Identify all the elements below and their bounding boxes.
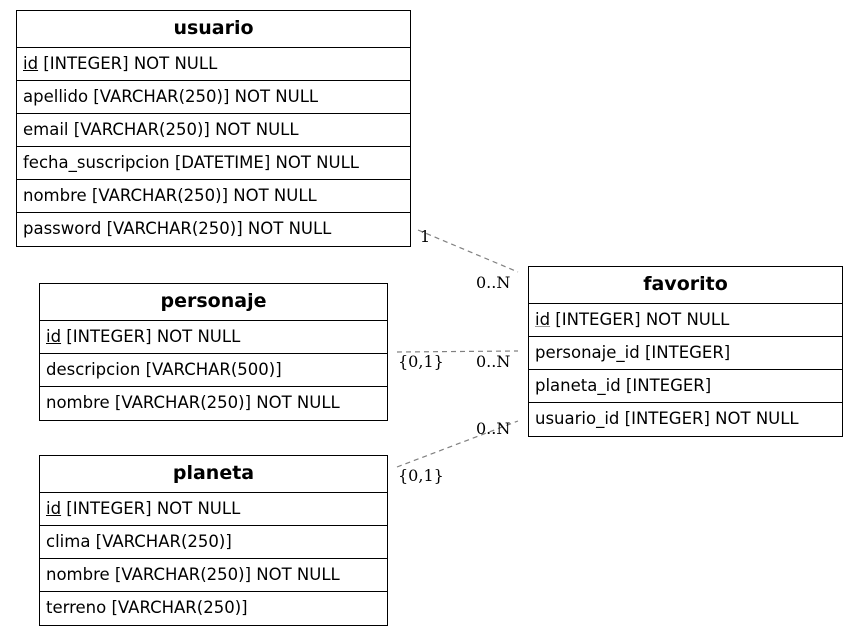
- field-name: personaje_id: [535, 343, 640, 362]
- field-name: apellido: [23, 87, 89, 106]
- field-row: terreno [VARCHAR(250)]: [40, 592, 387, 625]
- field-name: usuario_id: [535, 409, 620, 428]
- field-name: fecha_suscripcion: [23, 153, 170, 172]
- field-row: id [INTEGER] NOT NULL: [17, 48, 410, 81]
- field-name: clima: [46, 532, 91, 551]
- entity-favorito[interactable]: favorito id [INTEGER] NOT NULL personaje…: [528, 266, 843, 437]
- field-row: nombre [VARCHAR(250)] NOT NULL: [40, 387, 387, 420]
- field-name: password: [23, 219, 102, 238]
- field-row: id [INTEGER] NOT NULL: [529, 304, 842, 337]
- entity-usuario[interactable]: usuario id [INTEGER] NOT NULL apellido […: [16, 10, 411, 247]
- edge-usuario-favorito: [417, 229, 519, 273]
- entity-title: personaje: [40, 284, 387, 321]
- field-row: email [VARCHAR(250)] NOT NULL: [17, 114, 410, 147]
- field-type: [VARCHAR(250)]: [90, 532, 232, 551]
- card-usuario-side: 1: [420, 227, 430, 246]
- edge-personaje-favorito: [396, 350, 519, 353]
- edge-planeta-favorito: [396, 420, 519, 468]
- card-personaje-side: {0,1}: [398, 352, 444, 371]
- field-type: [VARCHAR(250)] NOT NULL: [86, 186, 317, 205]
- entity-planeta[interactable]: planeta id [INTEGER] NOT NULL clima [VAR…: [39, 455, 388, 626]
- field-type: [INTEGER] NOT NULL: [619, 409, 799, 428]
- field-type: [INTEGER] NOT NULL: [61, 499, 241, 518]
- field-type: [VARCHAR(250)] NOT NULL: [109, 565, 340, 584]
- field-name: planeta_id: [535, 376, 621, 395]
- field-row: personaje_id [INTEGER]: [529, 337, 842, 370]
- field-name: nombre: [46, 393, 110, 412]
- field-row: descripcion [VARCHAR(500)]: [40, 354, 387, 387]
- entity-personaje[interactable]: personaje id [INTEGER] NOT NULL descripc…: [39, 283, 388, 421]
- field-row: nombre [VARCHAR(250)] NOT NULL: [17, 180, 410, 213]
- field-row: fecha_suscripcion [DATETIME] NOT NULL: [17, 147, 410, 180]
- field-row: usuario_id [INTEGER] NOT NULL: [529, 403, 842, 436]
- field-name: descripcion: [46, 360, 141, 379]
- field-row: id [INTEGER] NOT NULL: [40, 321, 387, 354]
- field-type: [VARCHAR(250)]: [106, 598, 248, 617]
- field-type: [VARCHAR(500)]: [140, 360, 282, 379]
- card-favorito-usuario-side: 0..N: [476, 273, 510, 292]
- entity-title: planeta: [40, 456, 387, 493]
- entity-title: usuario: [17, 11, 410, 48]
- field-type: [INTEGER] NOT NULL: [61, 327, 241, 346]
- field-name: id: [46, 499, 62, 518]
- field-type: [DATETIME] NOT NULL: [169, 153, 359, 172]
- field-type: [INTEGER] NOT NULL: [38, 54, 218, 73]
- field-name: nombre: [23, 186, 87, 205]
- field-type: [VARCHAR(250)] NOT NULL: [109, 393, 340, 412]
- field-name: id: [535, 310, 551, 329]
- field-type: [VARCHAR(250)] NOT NULL: [88, 87, 319, 106]
- card-favorito-planeta-side: 0..N: [476, 419, 510, 438]
- field-row: password [VARCHAR(250)] NOT NULL: [17, 213, 410, 246]
- card-planeta-side: {0,1}: [398, 466, 444, 485]
- field-type: [INTEGER] NOT NULL: [550, 310, 730, 329]
- field-row: planeta_id [INTEGER]: [529, 370, 842, 403]
- field-type: [VARCHAR(250)] NOT NULL: [68, 120, 299, 139]
- field-name: nombre: [46, 565, 110, 584]
- field-name: id: [23, 54, 39, 73]
- field-type: [INTEGER]: [620, 376, 712, 395]
- field-row: apellido [VARCHAR(250)] NOT NULL: [17, 81, 410, 114]
- field-row: nombre [VARCHAR(250)] NOT NULL: [40, 559, 387, 592]
- field-type: [VARCHAR(250)] NOT NULL: [101, 219, 332, 238]
- field-name: terreno: [46, 598, 107, 617]
- field-row: id [INTEGER] NOT NULL: [40, 493, 387, 526]
- card-favorito-personaje-side: 0..N: [476, 352, 510, 371]
- entity-title: favorito: [529, 267, 842, 304]
- field-name: id: [46, 327, 62, 346]
- field-name: email: [23, 120, 69, 139]
- field-type: [INTEGER]: [639, 343, 731, 362]
- field-row: clima [VARCHAR(250)]: [40, 526, 387, 559]
